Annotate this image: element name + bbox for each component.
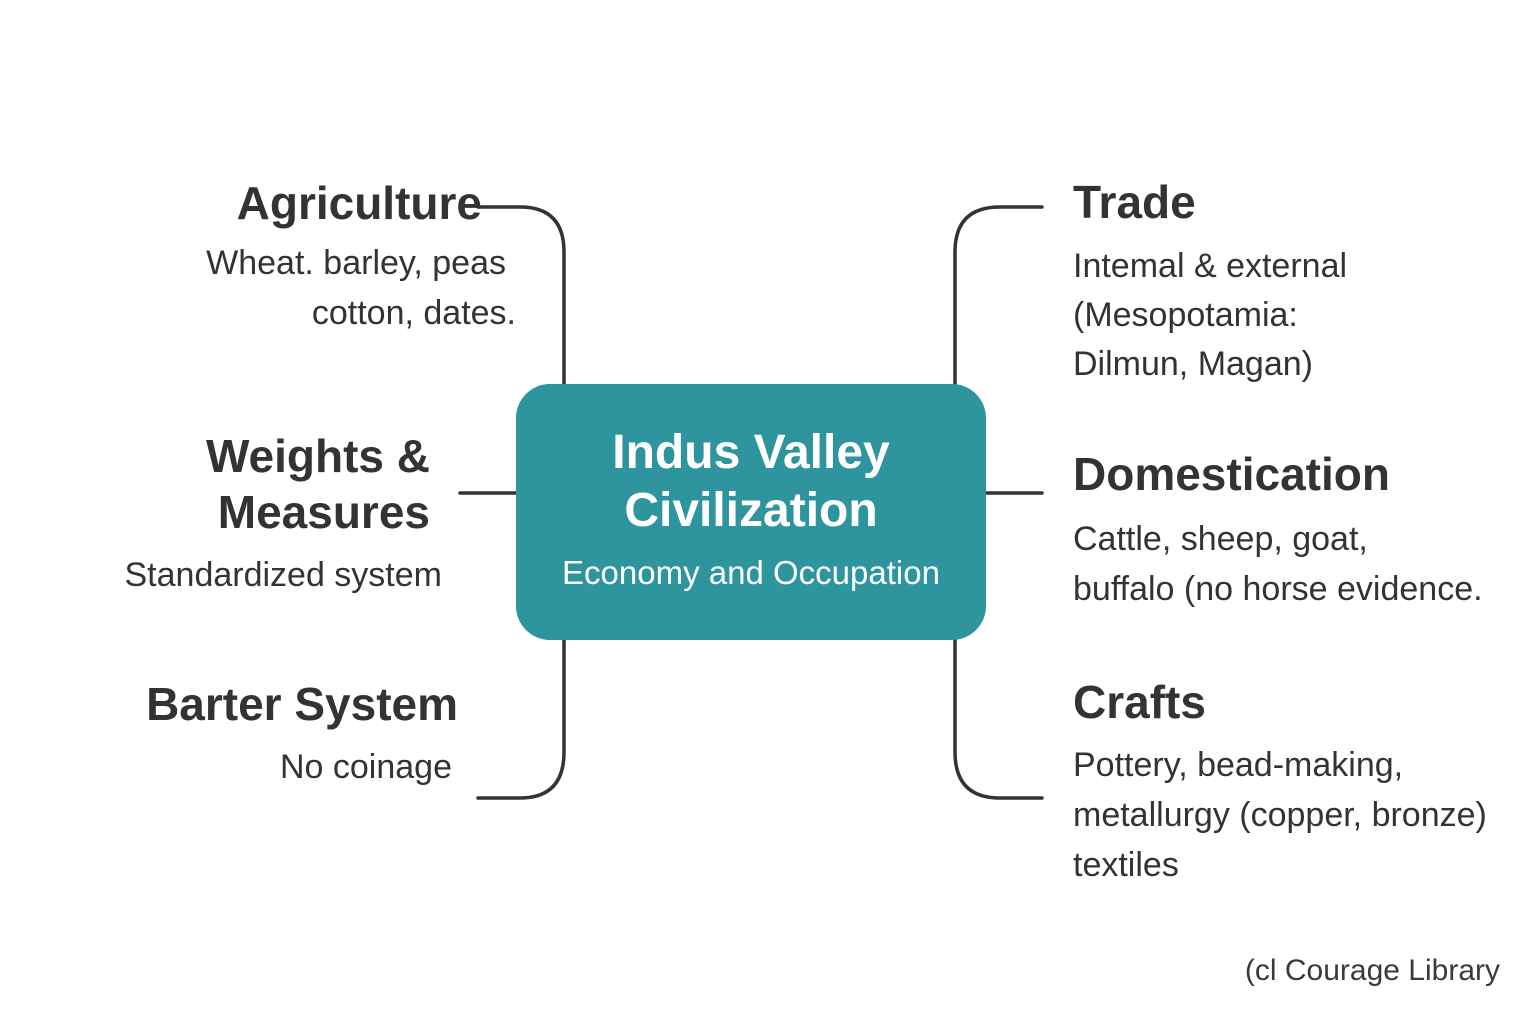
- node-description-line: Wheat. barley, peas: [206, 244, 506, 282]
- node-title-line: Weights &: [205, 430, 430, 482]
- central-topic: Indus Valley Civilization Economy and Oc…: [516, 384, 986, 640]
- connector-agriculture: [476, 205, 566, 386]
- node-weights-description: Standardized system: [125, 552, 443, 598]
- node-agriculture: Agriculture Wheat. barley, peas cotton, …: [206, 176, 516, 338]
- node-title-line: Measures: [217, 486, 430, 538]
- node-barter-system: Barter System No coinage: [146, 676, 458, 790]
- connector-trade: [953, 205, 1044, 386]
- node-title: Domestication: [1073, 448, 1390, 500]
- node-description-line: cotton, dates.: [311, 294, 516, 332]
- copyright-text: (cl Courage Library: [1244, 954, 1500, 987]
- node-title: Agriculture: [236, 177, 482, 229]
- node-description-line: Cattle, sheep, goat,: [1073, 520, 1368, 558]
- node-description: No coinage: [279, 748, 452, 786]
- node-description: Standardized system: [124, 556, 443, 594]
- node-crafts: Crafts Pottery, bead-making, metallurgy …: [1073, 674, 1487, 890]
- node-description-line: Intemal & external: [1073, 247, 1348, 285]
- node-title: Crafts: [1073, 676, 1206, 728]
- central-subtitle: Economy and Occupation: [562, 554, 940, 591]
- node-domestication: Domestication Cattle, sheep, goat, buffa…: [1073, 446, 1483, 614]
- connector-barter: [476, 638, 566, 800]
- node-title: Trade: [1073, 176, 1196, 228]
- node-description-line: metallurgy (copper, bronze): [1073, 796, 1487, 834]
- node-description-line: buffalo (no horse evidence.: [1073, 570, 1483, 608]
- node-description-line: Pottery, bead-making,: [1073, 746, 1404, 784]
- node-weights-measures: Weights & Measures: [206, 428, 430, 540]
- connector-crafts: [953, 638, 1044, 800]
- node-title: Barter System: [146, 678, 458, 730]
- central-title: Indus Valley Civilization: [612, 426, 890, 537]
- node-trade: Trade Intemal & external (Mesopotamia: D…: [1073, 174, 1347, 389]
- node-description-line: Dilmun, Magan): [1073, 345, 1313, 383]
- node-description-line: textiles: [1073, 846, 1179, 884]
- node-description-line: (Mesopotamia:: [1073, 296, 1298, 334]
